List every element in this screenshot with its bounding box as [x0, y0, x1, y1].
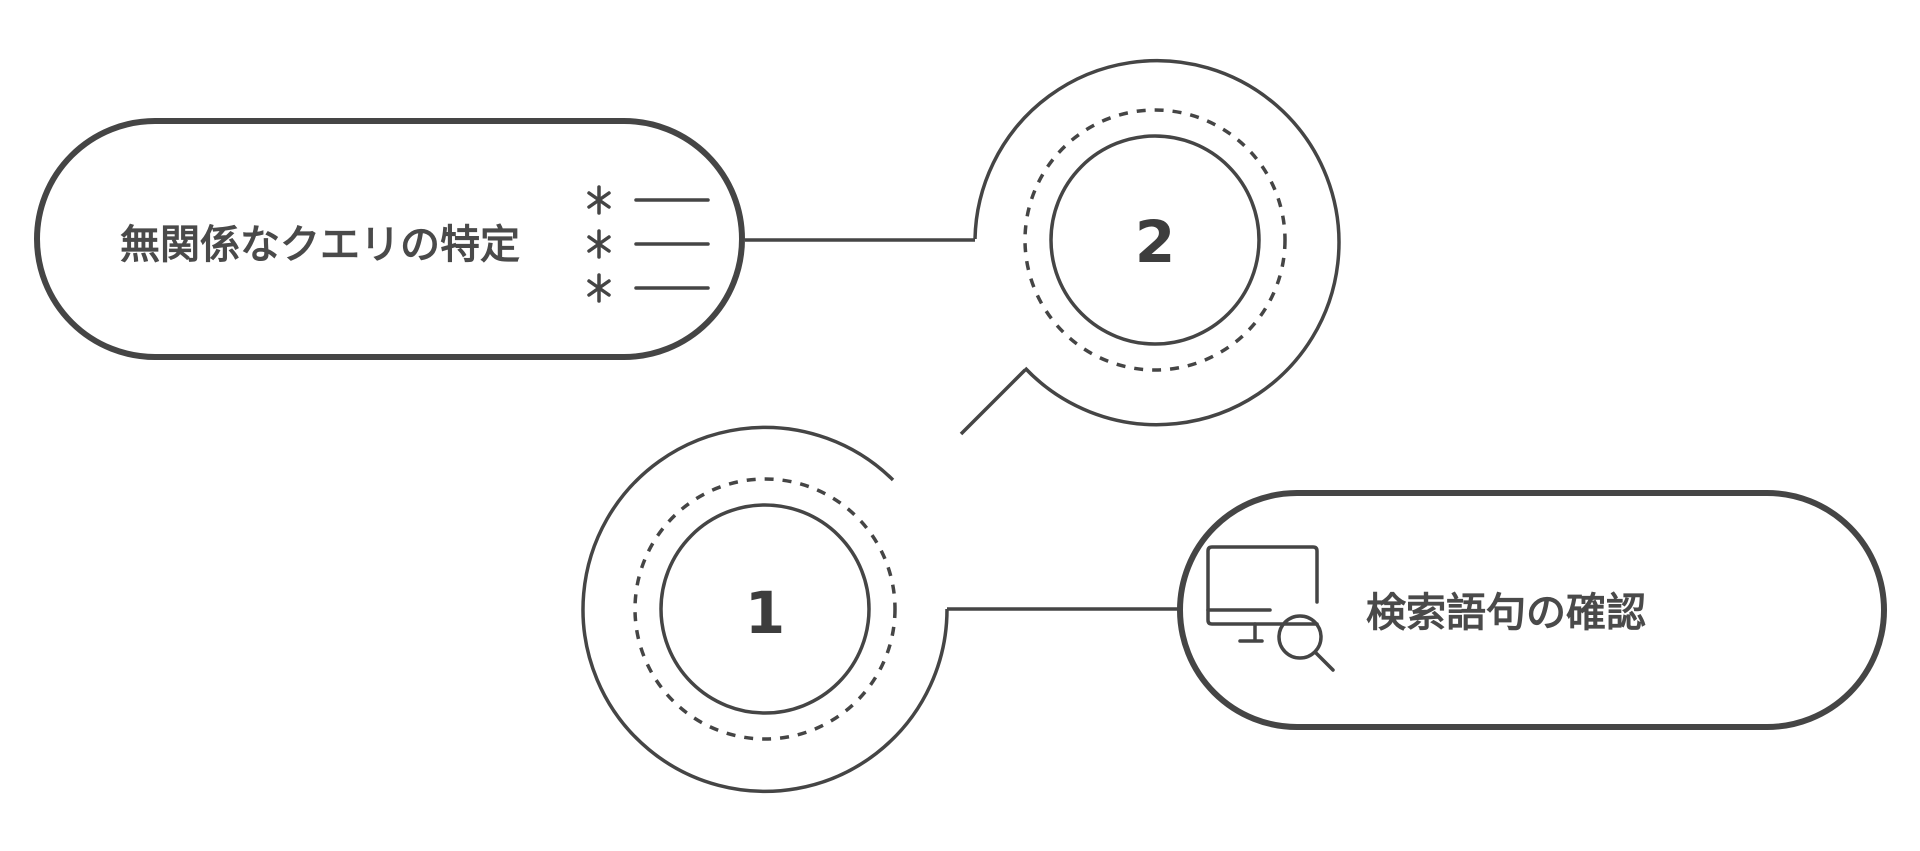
step-1: 1 — [581, 425, 949, 794]
step-1-inner-ring — [659, 503, 871, 715]
step-2-inner-ring — [1049, 134, 1261, 346]
step-1-label: 検索語句の確認 — [1366, 590, 1646, 636]
step-1-pill — [1177, 490, 1887, 730]
asterisk-list-icon — [587, 185, 710, 303]
step-2-card: 無関係なクエリの特定 — [34, 118, 745, 360]
step-1-dashed-ring — [633, 477, 897, 741]
monitor-search-icon — [1206, 545, 1335, 672]
steps-link-line — [959, 368, 1027, 436]
step-2-dashed-ring — [1023, 108, 1287, 372]
step-1-card: 検索語句の確認 — [1177, 490, 1887, 730]
step-2-outer-ring — [973, 58, 1341, 427]
step-2: 2 — [973, 58, 1341, 427]
step-2-number: 2 — [1135, 208, 1175, 276]
step-1-outer-ring — [581, 425, 949, 794]
step-2-label: 無関係なクエリの特定 — [120, 222, 520, 268]
step-2-pill — [34, 118, 745, 360]
step-1-number: 1 — [745, 579, 785, 647]
